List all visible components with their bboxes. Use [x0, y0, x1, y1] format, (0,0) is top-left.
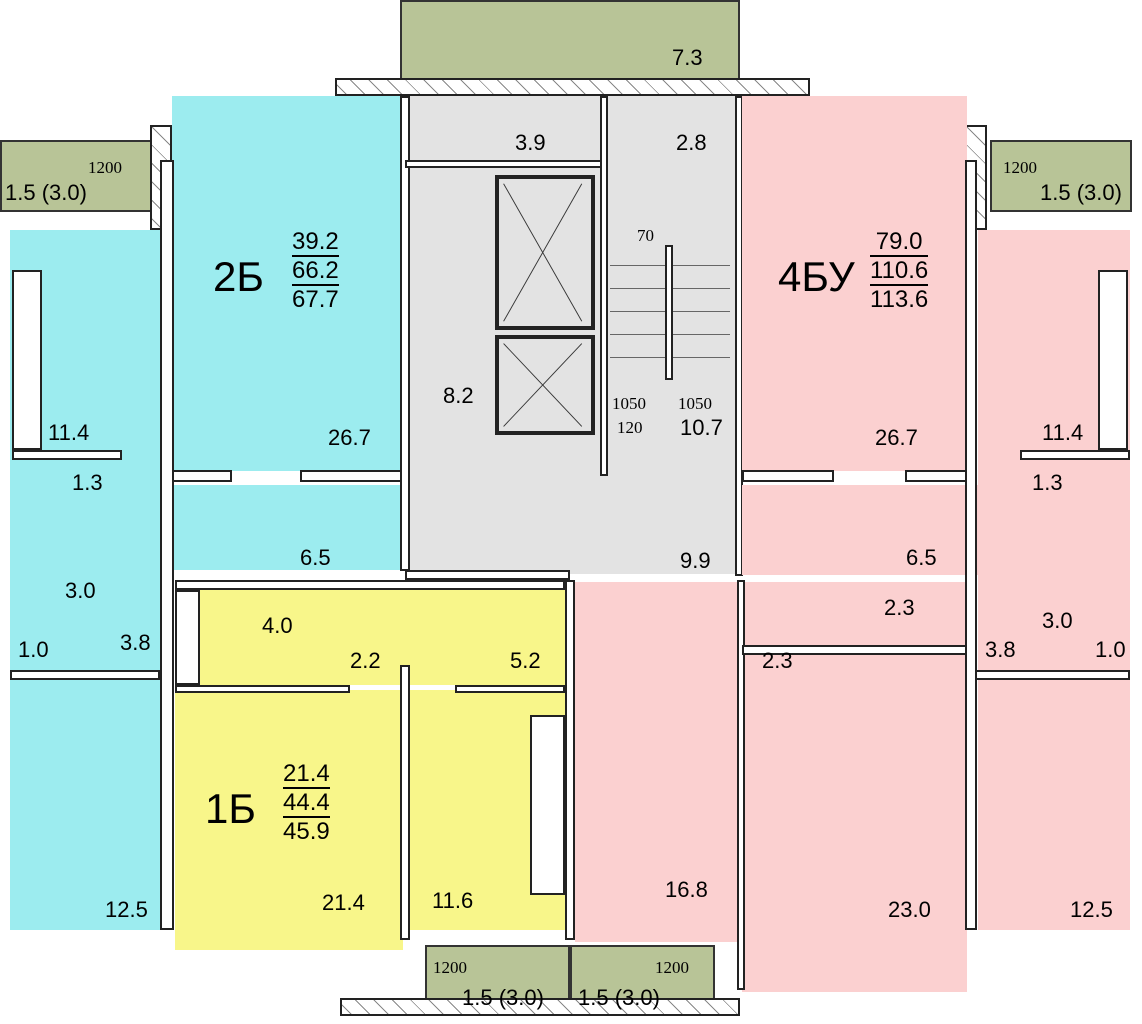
wall: [965, 160, 977, 930]
area-label: 6.5: [906, 545, 937, 570]
area-label: 23.0: [888, 897, 931, 922]
area-label: 1.3: [72, 470, 103, 495]
kitchen-counter: [530, 715, 565, 895]
area-label: 26.7: [328, 425, 371, 450]
area-label: 12.5: [105, 897, 148, 922]
balcony-area-label: 1.5 (3.0): [462, 985, 544, 1010]
apartment-code-1b: 1Б: [205, 785, 256, 832]
room-4bu-room3: [742, 582, 967, 992]
area-label: 3.8: [985, 637, 1016, 662]
right-balcony: [990, 140, 1132, 212]
area-label: 10.7: [680, 415, 723, 440]
area-label: 2.3: [884, 595, 915, 620]
wall: [742, 645, 967, 655]
kitchen-counter: [1098, 270, 1128, 450]
wall: [175, 580, 565, 590]
wall: [405, 160, 602, 168]
area-label: 3.0: [1042, 608, 1073, 633]
area-label: 26.7: [875, 425, 918, 450]
wall: [10, 670, 160, 680]
left-balcony: [0, 140, 155, 212]
area-label: 12.5: [1070, 897, 1113, 922]
area-label: 3.8: [120, 630, 151, 655]
wall: [565, 580, 575, 940]
balcony-area-label: 1.5 (3.0): [578, 985, 660, 1010]
area-label: 1.3: [1032, 470, 1063, 495]
top-balcony: [400, 0, 740, 80]
area-label: 16.8: [665, 877, 708, 902]
dimension-label: 1200: [88, 158, 122, 177]
dimension-label: 1050: [612, 394, 646, 413]
exterior-wall-bottom: [340, 998, 740, 1016]
wall: [600, 96, 608, 476]
wall: [400, 665, 410, 940]
elevator-icon: [495, 335, 595, 435]
wall: [12, 450, 122, 460]
dimension-label: 1200: [1003, 158, 1037, 177]
apartment-code-2b: 2Б: [213, 253, 264, 300]
area-label: 6.5: [300, 545, 331, 570]
area-label: 11.4: [48, 420, 90, 445]
dimension-label: 1200: [433, 958, 467, 977]
elevator-icon: [495, 175, 595, 330]
wall: [160, 160, 174, 930]
dimension-label: 70: [637, 226, 654, 245]
area-label: 5.2: [510, 648, 541, 673]
kitchen-counter: [12, 270, 42, 450]
room-1b-hall: [175, 582, 565, 685]
wall: [742, 470, 834, 482]
room-2b-living: [172, 96, 402, 471]
wall: [1020, 450, 1130, 460]
area-label: 1.0: [18, 637, 49, 662]
area-label: 21.4: [322, 890, 365, 915]
apartment-code-4bu: 4БУ: [778, 253, 855, 300]
room-2b-corridor: [160, 485, 402, 570]
wall: [905, 470, 967, 482]
area-label: 3.9: [515, 130, 546, 155]
dimension-label: 120: [617, 418, 643, 437]
area-label: 3.0: [65, 578, 96, 603]
wall: [175, 685, 350, 693]
dimension-label: 1200: [655, 958, 689, 977]
wall: [455, 685, 565, 693]
area-label: 7.3: [672, 45, 703, 70]
stair-handrail: [665, 245, 673, 380]
area-label: 11.4: [1042, 420, 1084, 445]
area-label: 1.0: [1095, 637, 1126, 662]
area-label: 11.6: [432, 888, 474, 913]
area-label: 8.2: [443, 383, 474, 408]
balcony-area-label: 1.5 (3.0): [5, 180, 87, 205]
area-label: 9.9: [680, 548, 711, 573]
wall: [300, 470, 402, 482]
balcony-area-label: 1.5 (3.0): [1040, 180, 1122, 205]
area-label: 4.0: [262, 613, 293, 638]
area-label: 2.2: [350, 648, 381, 673]
dimension-label: 1050: [678, 394, 712, 413]
wall: [737, 580, 745, 990]
wall: [405, 570, 570, 580]
room-1b-living: [175, 690, 403, 950]
room-4bu-living: [742, 96, 967, 471]
room-4bu-room2: [575, 582, 737, 942]
wall: [172, 470, 232, 482]
area-label: 2.3: [762, 648, 793, 673]
room-4bu-corridor: [742, 485, 978, 575]
wall: [975, 670, 1130, 680]
area-label: 2.8: [676, 130, 707, 155]
wall: [175, 590, 200, 685]
exterior-wall-top: [335, 78, 810, 96]
